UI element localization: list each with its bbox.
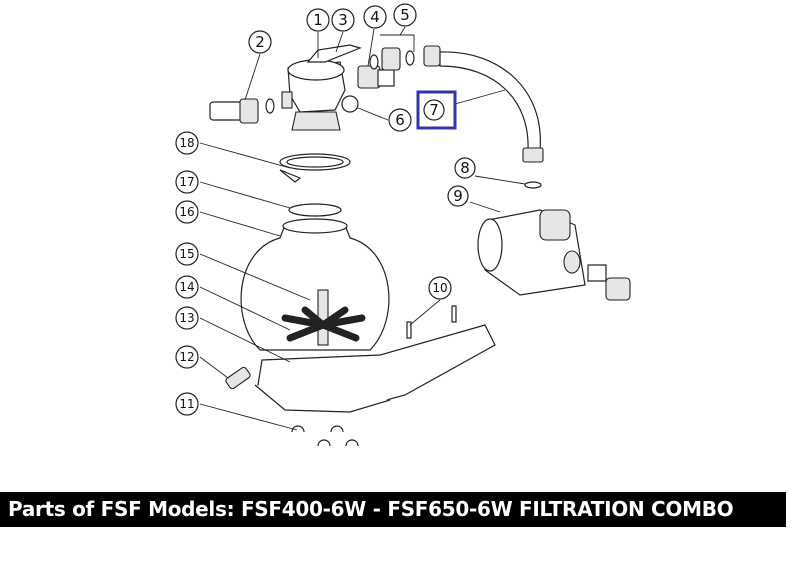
svg-text:2: 2 (255, 33, 265, 51)
callout-4: 4 (363, 5, 387, 29)
svg-text:16: 16 (179, 205, 194, 219)
callout-9: 9 (447, 185, 469, 207)
union-connector-2 (209, 98, 275, 124)
title-banner: Parts of FSF Models: FSF400-6W - FSF650-… (0, 492, 786, 527)
svg-text:3: 3 (338, 11, 348, 29)
callout-5: 5 (393, 3, 417, 27)
callout-11: 11 (175, 392, 199, 416)
callout-2: 2 (248, 30, 272, 54)
svg-text:1: 1 (313, 11, 323, 29)
svg-text:5: 5 (400, 6, 410, 24)
svg-text:17: 17 (179, 175, 194, 189)
svg-text:7: 7 (429, 101, 439, 119)
tank-clamp (279, 153, 351, 183)
pump (477, 209, 631, 301)
hose (423, 45, 544, 189)
svg-text:4: 4 (370, 8, 380, 26)
callout-17: 17 (175, 170, 199, 194)
callout-16: 16 (175, 200, 199, 224)
svg-text:8: 8 (460, 159, 470, 177)
highlight-box (416, 90, 457, 130)
callout-3: 3 (331, 8, 355, 32)
callout-15: 15 (175, 242, 199, 266)
svg-text:15: 15 (179, 247, 194, 261)
multiport-valve (281, 44, 362, 131)
clips (291, 425, 359, 447)
o-ring (288, 203, 342, 217)
svg-text:11: 11 (179, 397, 194, 411)
callout-13: 13 (175, 306, 199, 330)
svg-text:9: 9 (453, 187, 463, 205)
svg-text:18: 18 (179, 136, 194, 150)
callout-18: 18 (175, 131, 199, 155)
callout-12: 12 (175, 345, 199, 369)
union-connectors-4-5 (357, 47, 415, 89)
svg-text:6: 6 (395, 111, 405, 129)
laterals (281, 306, 366, 342)
tank-base (254, 324, 496, 413)
callout-8: 8 (454, 157, 476, 179)
callout-7: 7 (423, 99, 445, 121)
callout-10: 10 (428, 276, 452, 300)
callout-1: 1 (306, 8, 330, 32)
svg-text:10: 10 (432, 281, 447, 295)
drain-plug (225, 366, 251, 390)
callout-14: 14 (175, 275, 199, 299)
svg-text:14: 14 (179, 280, 194, 294)
sand-tank (240, 218, 390, 351)
callout-6: 6 (388, 108, 412, 132)
svg-text:13: 13 (179, 311, 194, 325)
parts-diagram: 1 3 4 5 2 6 7 8 9 10 18 17 16 15 14 13 1… (175, 3, 631, 447)
svg-text:12: 12 (179, 350, 194, 364)
screws (406, 305, 457, 339)
leader-lines (199, 26, 526, 431)
